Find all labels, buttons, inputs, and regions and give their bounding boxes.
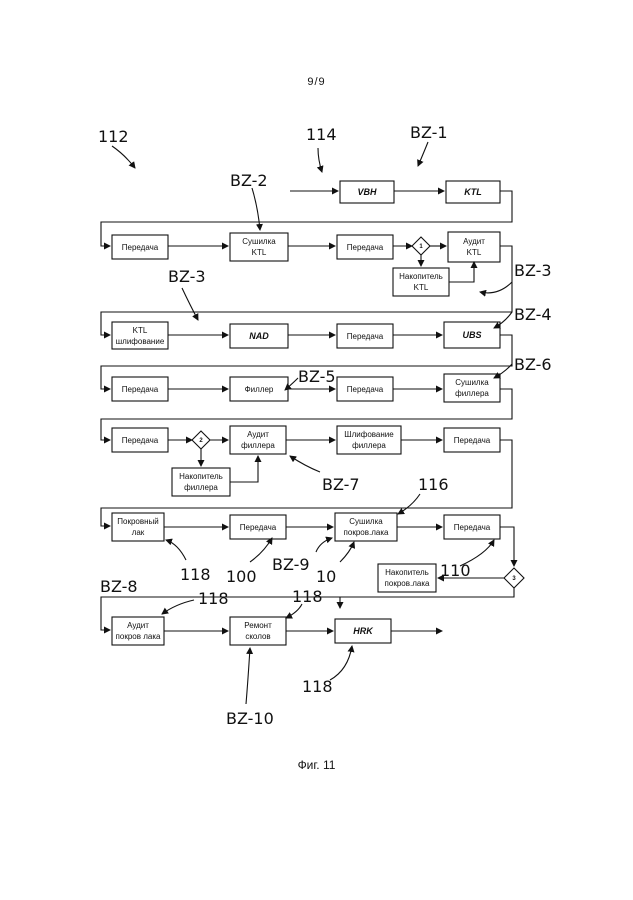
box-ktl-shlifovanie-label-1: KTL xyxy=(133,326,148,335)
pointer-118c xyxy=(286,604,302,618)
box-remont-skolov-label-2: сколов xyxy=(245,632,270,641)
box-peredacha-5-label: Передача xyxy=(347,385,384,394)
ref-bz9: BZ-9 xyxy=(272,555,310,574)
box-peredacha-2-label: Передача xyxy=(347,243,384,252)
pointer-118d xyxy=(330,646,352,680)
ref-bz1: BZ-1 xyxy=(410,123,448,142)
box-ktl-label: KTL xyxy=(464,187,482,197)
pointer-10 xyxy=(340,542,354,562)
box-nakopitel-ktl-label-1: Накопитель xyxy=(399,272,443,281)
ref-bz2: BZ-2 xyxy=(230,171,268,190)
box-peredacha-6-label: Передача xyxy=(122,436,159,445)
pointer-112 xyxy=(112,146,135,168)
box-audit-ktl-label-1: Аудит xyxy=(463,237,485,246)
ref-bz7: BZ-7 xyxy=(322,475,360,494)
ref-bz5: BZ-5 xyxy=(298,367,336,386)
ref-bz6: BZ-6 xyxy=(514,355,552,374)
box-nakopitel-fillera-label-1: Накопитель xyxy=(179,472,223,481)
ref-10: 10 xyxy=(316,567,336,586)
box-audit-ktl-label-2: KTL xyxy=(467,248,482,257)
box-audit-pokrov-laka-label-1: Аудит xyxy=(127,621,149,630)
box-shlifovanie-fillera-label-2: филлера xyxy=(352,441,386,450)
box-nad-label: NAD xyxy=(249,331,269,341)
box-shlifovanie-fillera-label-1: Шлифование xyxy=(344,430,394,439)
pointer-bz3a xyxy=(182,288,198,320)
pointer-100 xyxy=(250,538,272,562)
box-nakopitel-pokrov-laka-label-2: покров.лака xyxy=(385,579,430,588)
ref-bz4: BZ-4 xyxy=(514,305,552,324)
figure-caption: Фиг. 11 xyxy=(0,758,633,772)
ref-118b: 118 xyxy=(198,589,229,608)
ref-114: 114 xyxy=(306,125,337,144)
ref-bz10: BZ-10 xyxy=(226,709,274,728)
ref-bz3a: BZ-3 xyxy=(168,267,206,286)
box-ubs-label: UBS xyxy=(462,330,481,340)
pointer-118a xyxy=(166,540,186,560)
box-audit-fillera-label-2: филлера xyxy=(241,441,275,450)
box-sushilka-fillera-label-2: филлера xyxy=(455,389,489,398)
ref-110: 110 xyxy=(440,561,471,580)
box-audit-fillera-label-1: Аудит xyxy=(247,430,269,439)
ref-116: 116 xyxy=(418,475,449,494)
box-nakopitel-fillera-label-2: филлера xyxy=(184,483,218,492)
ref-118d: 118 xyxy=(302,677,333,696)
pointer-bz10 xyxy=(246,648,250,704)
box-sushilka-ktl-label-1: Сушилка xyxy=(242,237,276,246)
box-audit-pokrov-laka-label-2: покров лака xyxy=(116,632,161,641)
box-filler-label: Филлер xyxy=(245,385,274,394)
ref-bz3b: BZ-3 xyxy=(514,261,552,280)
box-peredacha-8-label: Передача xyxy=(240,523,277,532)
pointer-bz1 xyxy=(418,142,428,166)
box-sushilka-fillera-label-1: Сушилка xyxy=(455,378,489,387)
box-peredacha-3-label: Передача xyxy=(347,332,384,341)
box-hrk-label: HRK xyxy=(353,626,374,636)
ref-118c: 118 xyxy=(292,587,323,606)
pointer-bz9 xyxy=(316,538,332,552)
box-ktl-shlifovanie-label-2: шлифование xyxy=(116,337,165,346)
pointer-bz3b xyxy=(480,282,512,293)
box-peredacha-1-label: Передача xyxy=(122,243,159,252)
ref-100: 100 xyxy=(226,567,257,586)
pointer-116 xyxy=(398,494,420,514)
box-peredacha-4-label: Передача xyxy=(122,385,159,394)
pointer-114 xyxy=(318,148,322,172)
box-sushilka-pokrov-laka-label-2: покров.лака xyxy=(344,528,389,537)
pointer-bz2 xyxy=(252,188,260,230)
ref-118a: 118 xyxy=(180,565,211,584)
box-sushilka-pokrov-laka-label-1: Сушилка xyxy=(349,517,383,526)
box-pokrovnyi-lak-label-2: лак xyxy=(132,528,145,537)
ref-112: 112 xyxy=(98,127,129,146)
pointer-bz7 xyxy=(290,456,320,472)
box-nakopitel-pokrov-laka-label-1: Накопитель xyxy=(385,568,429,577)
box-nakopitel-ktl-label-2: KTL xyxy=(414,283,429,292)
box-remont-skolov-label-1: Ремонт xyxy=(244,621,272,630)
box-peredacha-7-label: Передача xyxy=(454,436,491,445)
pointer-118b xyxy=(162,600,194,614)
box-vbh-label: VBH xyxy=(357,187,377,197)
ref-bz8: BZ-8 xyxy=(100,577,138,596)
box-pokrovnyi-lak-label-1: Покровный xyxy=(117,517,158,526)
box-peredacha-9-label: Передача xyxy=(454,523,491,532)
box-sushilka-ktl-label-2: KTL xyxy=(252,248,267,257)
